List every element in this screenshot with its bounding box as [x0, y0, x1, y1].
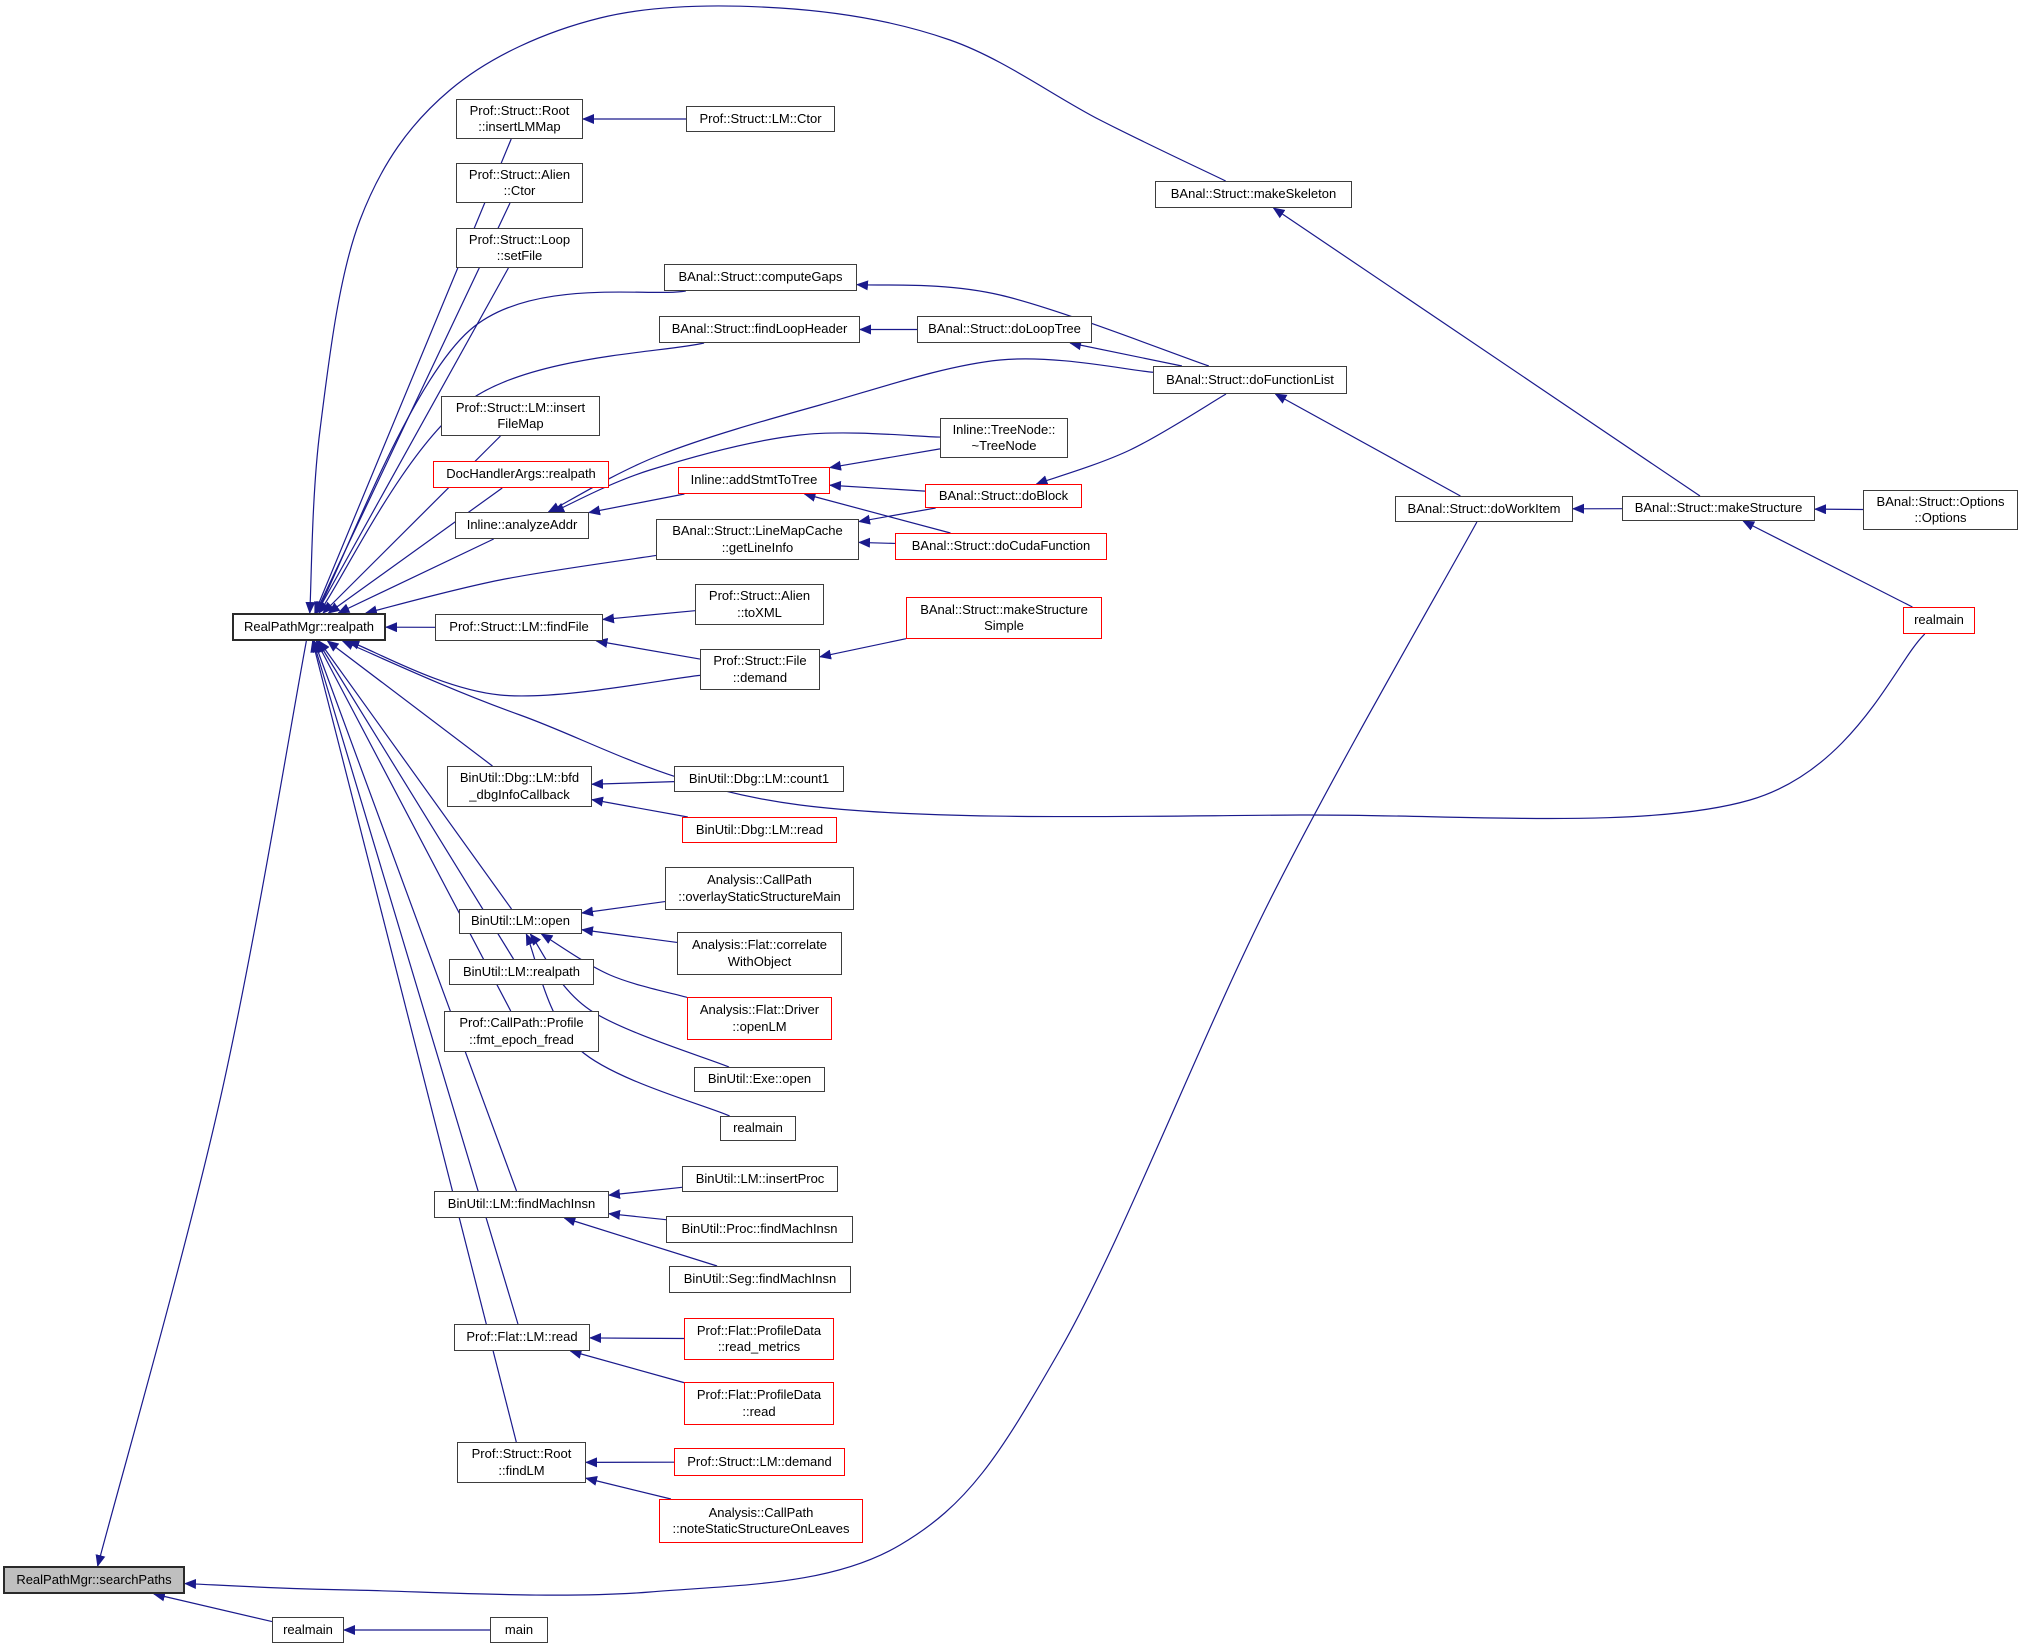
node-alienctor[interactable]: Prof::Struct::Alien ::Ctor — [456, 163, 583, 203]
edge-group — [95, 5, 1926, 1635]
edge-treenode-to-analyzeaddr — [552, 432, 941, 513]
edge-doblock-to-getlineinfo — [858, 507, 936, 525]
edge-insertproc-to-lmfindmach — [608, 1186, 683, 1199]
node-flatlmread[interactable]: Prof::Flat::LM::read — [454, 1324, 590, 1351]
node-findfile[interactable]: Prof::Struct::LM::findFile — [435, 614, 603, 641]
node-lmrealpath[interactable]: BinUtil::LM::realpath — [449, 959, 594, 985]
node-insertfilemap[interactable]: Prof::Struct::LM::insert FileMap — [441, 396, 600, 436]
node-procfindmach[interactable]: BinUtil::Proc::findMachInsn — [666, 1216, 853, 1243]
node-insertlmmap[interactable]: Prof::Struct::Root ::insertLMMap — [456, 99, 583, 139]
node-findloopheader[interactable]: BAnal::Struct::findLoopHeader — [659, 316, 860, 343]
edge-dofunctionlist-to-dolooptree — [1069, 340, 1183, 367]
node-profiledataread[interactable]: Prof::Flat::ProfileData ::read — [684, 1382, 834, 1425]
edge-makeskeleton-to-realpath — [305, 5, 1226, 614]
edge-realmain_r-to-makestructure — [1742, 520, 1913, 608]
edge-loopsetfile-to-realpath — [316, 267, 509, 614]
node-insertproc[interactable]: BinUtil::LM::insertProc — [682, 1166, 838, 1192]
edge-realmain_r-to-realpath — [341, 633, 1926, 820]
node-realmain_b[interactable]: realmain — [272, 1617, 344, 1643]
edge-dofunctionlist-to-analyzeaddr — [547, 358, 1154, 513]
edge-analyzeaddr-to-realpath — [337, 538, 494, 614]
edge-notestatic-to-rootfindlm — [585, 1476, 672, 1500]
edge-insertlmmap-to-realpath — [314, 138, 512, 614]
node-dofunctionlist[interactable]: BAnal::Struct::doFunctionList — [1153, 366, 1347, 394]
node-realmain_r[interactable]: realmain — [1903, 607, 1975, 634]
node-searchpaths[interactable]: RealPathMgr::searchPaths — [3, 1566, 185, 1594]
node-addstmt[interactable]: Inline::addStmtToTree — [678, 467, 830, 494]
node-doblock[interactable]: BAnal::Struct::doBlock — [925, 484, 1082, 508]
node-dolooptree[interactable]: BAnal::Struct::doLoopTree — [917, 316, 1092, 343]
edge-realpath-to-searchpaths — [95, 640, 307, 1567]
node-loopsetfile[interactable]: Prof::Struct::Loop ::setFile — [456, 228, 583, 268]
edge-segfindmach-to-lmfindmach — [563, 1216, 718, 1267]
node-main[interactable]: main — [490, 1617, 548, 1643]
node-dbgread[interactable]: BinUtil::Dbg::LM::read — [682, 817, 837, 843]
node-doworkitem[interactable]: BAnal::Struct::doWorkItem — [1395, 496, 1573, 522]
node-bfd[interactable]: BinUtil::Dbg::LM::bfd _dbgInfoCallback — [447, 766, 592, 807]
node-lmdemand[interactable]: Prof::Struct::LM::demand — [674, 1448, 845, 1476]
edge-dofunctionlist-to-doblock — [1035, 393, 1227, 485]
node-getlineinfo[interactable]: BAnal::Struct::LineMapCache ::getLineInf… — [656, 519, 859, 560]
edge-doworkitem-to-searchpaths — [184, 521, 1478, 1596]
edge-docuda-to-getlineinfo — [858, 537, 896, 548]
edge-readmetrics-to-flatlmread — [589, 1333, 685, 1344]
edge-fmtepoch-to-realpath — [315, 640, 512, 1012]
node-alientoxml[interactable]: Prof::Struct::Alien ::toXML — [695, 584, 824, 625]
node-lmopen[interactable]: BinUtil::LM::open — [459, 909, 582, 934]
edge-makestructsimple-to-filedemand — [819, 638, 907, 660]
node-fmtepoch[interactable]: Prof::CallPath::Profile ::fmt_epoch_frea… — [444, 1011, 599, 1052]
node-makestructure[interactable]: BAnal::Struct::makeStructure — [1622, 496, 1815, 521]
edge-bfd-to-realpath — [326, 640, 493, 767]
edge-realmain_b-to-searchpaths — [152, 1591, 273, 1623]
edge-lmopen-to-realpath — [318, 640, 513, 910]
node-lmctor[interactable]: Prof::Struct::LM::Ctor — [686, 106, 835, 132]
edge-profiledataread-to-flatlmread — [569, 1349, 685, 1384]
edge-exeopen-to-lmopen — [529, 933, 730, 1068]
edge-makestructure-to-makeskeleton — [1272, 207, 1701, 497]
node-overlay[interactable]: Analysis::CallPath ::overlayStaticStruct… — [665, 867, 854, 910]
node-readmetrics[interactable]: Prof::Flat::ProfileData ::read_metrics — [684, 1318, 834, 1360]
edge-alientoxml-to-findfile — [602, 610, 696, 624]
edge-docuda-to-addstmt — [803, 492, 951, 534]
node-options[interactable]: BAnal::Struct::Options ::Options — [1863, 490, 2018, 530]
edge-filedemand-to-realpath — [347, 639, 701, 697]
node-filedemand[interactable]: Prof::Struct::File ::demand — [700, 649, 820, 690]
node-lmfindmach[interactable]: BinUtil::LM::findMachInsn — [434, 1191, 609, 1218]
node-analyzeaddr[interactable]: Inline::analyzeAddr — [455, 512, 589, 539]
edge-rootfindlm-to-realpath — [310, 640, 517, 1443]
node-correlate[interactable]: Analysis::Flat::correlate WithObject — [677, 932, 842, 975]
node-makestructsimple[interactable]: BAnal::Struct::makeStructure Simple — [906, 597, 1102, 639]
node-treenode[interactable]: Inline::TreeNode:: ~TreeNode — [940, 418, 1068, 458]
node-dochandler[interactable]: DocHandlerArgs::realpath — [433, 461, 609, 488]
edge-computegaps-to-realpath — [316, 290, 686, 614]
edge-treenode-to-addstmt — [829, 448, 941, 471]
edge-dofunctionlist-to-computegaps — [856, 280, 1210, 367]
edge-getlineinfo-to-realpath — [364, 554, 657, 616]
edge-overlay-to-lmopen — [581, 900, 666, 917]
edge-dochandler-to-realpath — [327, 487, 503, 614]
edge-filedemand-to-findfile — [595, 637, 701, 660]
edge-count1-to-bfd — [591, 778, 675, 789]
node-makeskeleton[interactable]: BAnal::Struct::makeSkeleton — [1155, 181, 1352, 208]
node-rootfindlm[interactable]: Prof::Struct::Root ::findLM — [457, 1442, 586, 1483]
edge-doworkitem-to-dofunctionlist — [1274, 393, 1461, 497]
edge-lmrealpath-to-realpath — [317, 640, 515, 960]
node-openlm[interactable]: Analysis::Flat::Driver ::openLM — [687, 997, 832, 1040]
edge-openlm-to-lmopen — [540, 933, 688, 998]
edge-doblock-to-addstmt — [829, 480, 926, 492]
node-docuda[interactable]: BAnal::Struct::doCudaFunction — [895, 533, 1107, 560]
node-count1[interactable]: BinUtil::Dbg::LM::count1 — [674, 766, 844, 792]
node-segfindmach[interactable]: BinUtil::Seg::findMachInsn — [669, 1266, 851, 1293]
edge-addstmt-to-analyzeaddr — [588, 493, 685, 516]
edge-dbgread-to-bfd — [591, 796, 688, 818]
node-computegaps[interactable]: BAnal::Struct::computeGaps — [664, 264, 857, 291]
node-realmain_m[interactable]: realmain — [720, 1116, 796, 1141]
node-exeopen[interactable]: BinUtil::Exe::open — [694, 1067, 825, 1092]
node-notestatic[interactable]: Analysis::CallPath ::noteStaticStructure… — [659, 1499, 863, 1543]
edge-procfindmach-to-lmfindmach — [608, 1209, 667, 1221]
edge-lmfindmach-to-realpath — [313, 640, 518, 1192]
edge-correlate-to-lmopen — [581, 926, 678, 944]
node-realpath[interactable]: RealPathMgr::realpath — [232, 613, 386, 641]
